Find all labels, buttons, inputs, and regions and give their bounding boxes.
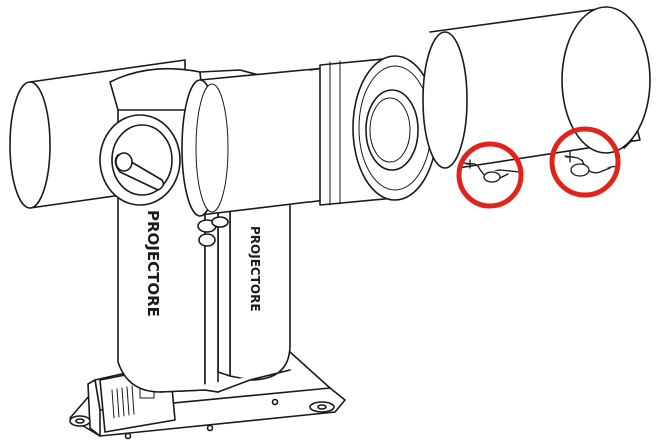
mounting-clip-left: [462, 159, 521, 183]
brand-marking-right: PROJECTORE: [248, 226, 262, 312]
mounting-clip-right: [564, 151, 619, 177]
lens-head: [319, 55, 438, 206]
cable-glands: [197, 216, 229, 247]
projector-body: [181, 67, 326, 217]
tilt-lock-knob: [99, 114, 181, 206]
callout-circle-left: [456, 141, 524, 209]
callout-circle-right: [549, 126, 621, 198]
brand-marking-left: PROJECTORE: [144, 210, 162, 317]
detached-lens-tube: [422, 6, 651, 169]
yoke-bracket: PROJECTORE PROJECTORE: [109, 67, 291, 393]
